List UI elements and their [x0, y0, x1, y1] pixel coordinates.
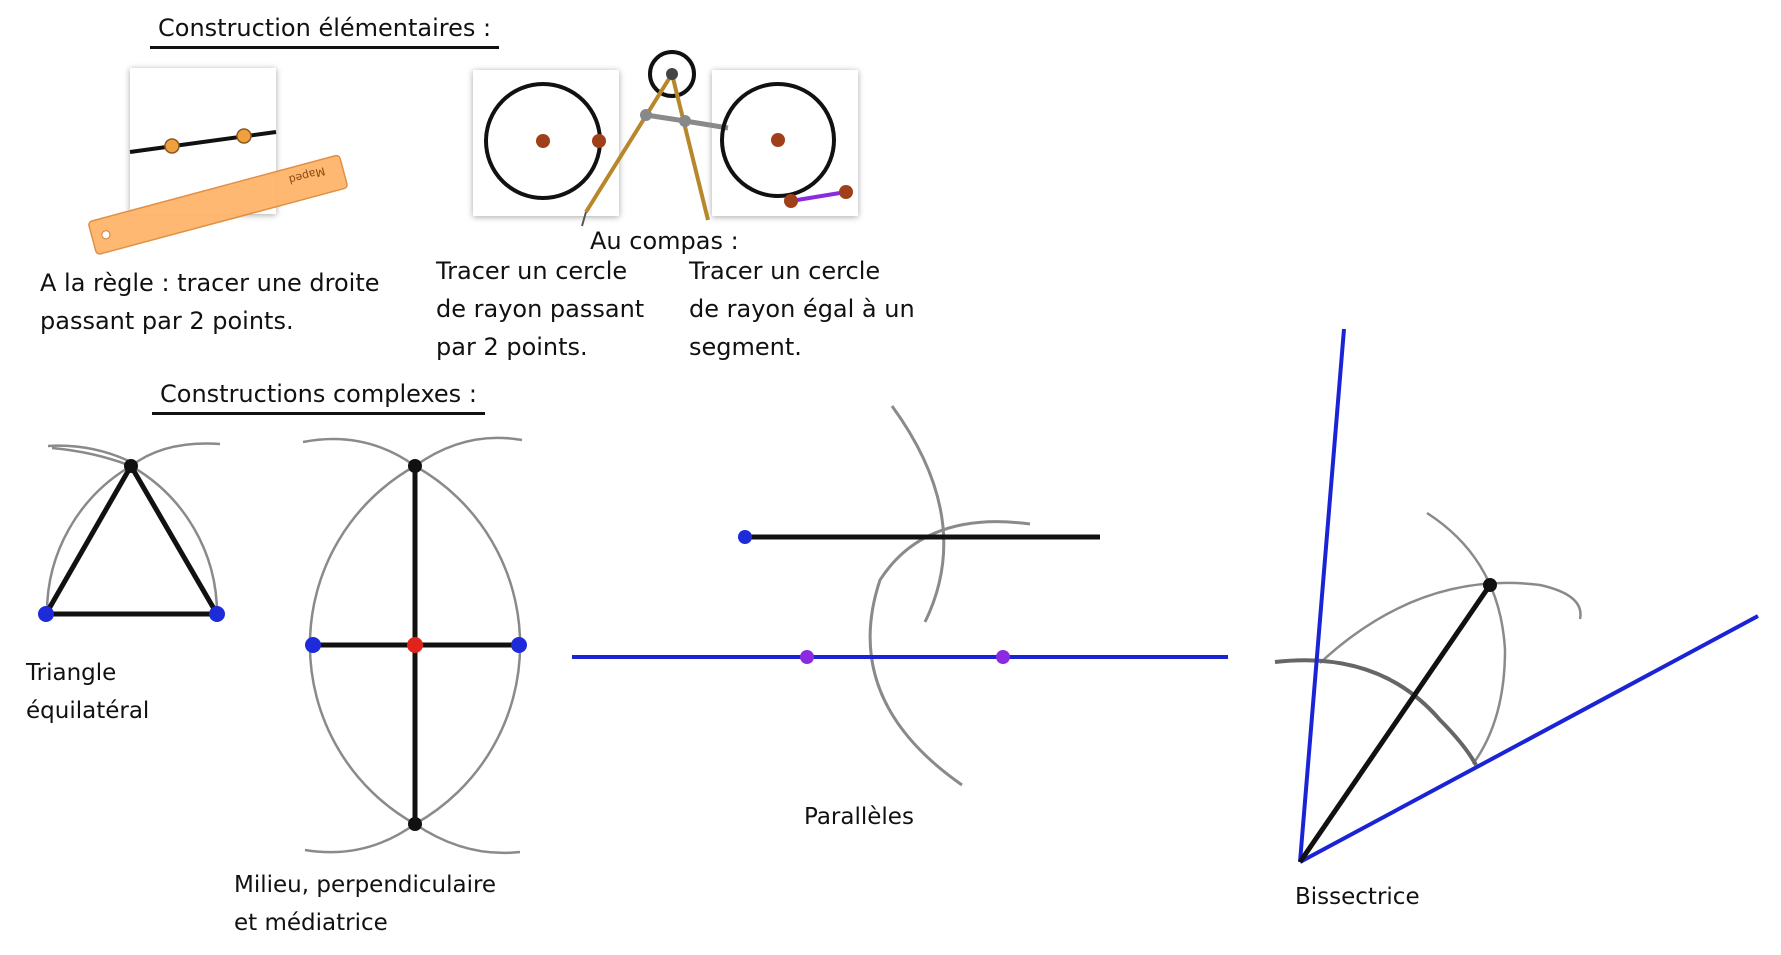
- edge-point-left: [592, 134, 606, 148]
- triangle-construction: [38, 442, 225, 622]
- compass-caption-2-line-3: segment.: [689, 333, 802, 361]
- paralleles-label: Parallèles: [804, 804, 914, 830]
- ruler-line: [129, 130, 277, 154]
- milieu-label-line-1: Milieu, perpendiculaire: [234, 872, 497, 898]
- ruler-point-1: [164, 138, 180, 154]
- heading-elementary: Construction élémentaires :: [150, 14, 500, 49]
- ruler-scene: Maped: [88, 128, 348, 255]
- ruler-caption-line-1: A la règle : tracer une droite: [40, 269, 380, 297]
- compass-scene-right: [720, 82, 853, 208]
- paralleles-construction: [572, 405, 1228, 787]
- circle-segment-radius: [720, 82, 836, 198]
- compass-caption-2-line-1: Tracer un cercle: [689, 257, 881, 285]
- triangle-label-line-2: équilatéral: [26, 698, 150, 724]
- bissectrice-label: Bissectrice: [1295, 884, 1420, 910]
- ruler-caption-line-2: passant par 2 points.: [40, 307, 294, 335]
- compass-caption-2-line-2: de rayon égal à un: [689, 295, 915, 323]
- compass-caption-1-line-3: par 2 points.: [436, 333, 588, 361]
- heading-complex: Constructions complexes :: [152, 380, 485, 415]
- compass-scene-left: [484, 82, 606, 200]
- milieu-label-line-2: et médiatrice: [234, 910, 388, 936]
- center-point-right: [771, 133, 785, 147]
- compass-caption-1-line-2: de rayon passant: [436, 295, 645, 323]
- center-point-left: [536, 134, 550, 148]
- compass-title: Au compas :: [590, 227, 739, 255]
- bissectrice-construction: [1274, 328, 1759, 864]
- compass-tool: [581, 50, 729, 227]
- compass-caption-1-line-1: Tracer un cercle: [436, 257, 628, 285]
- mediatrice-construction: [302, 436, 527, 855]
- ruler-tool: Maped: [88, 154, 348, 255]
- radius-segment: [790, 190, 847, 203]
- triangle-label-line-1: Triangle: [26, 660, 117, 686]
- ruler-point-2: [236, 128, 252, 144]
